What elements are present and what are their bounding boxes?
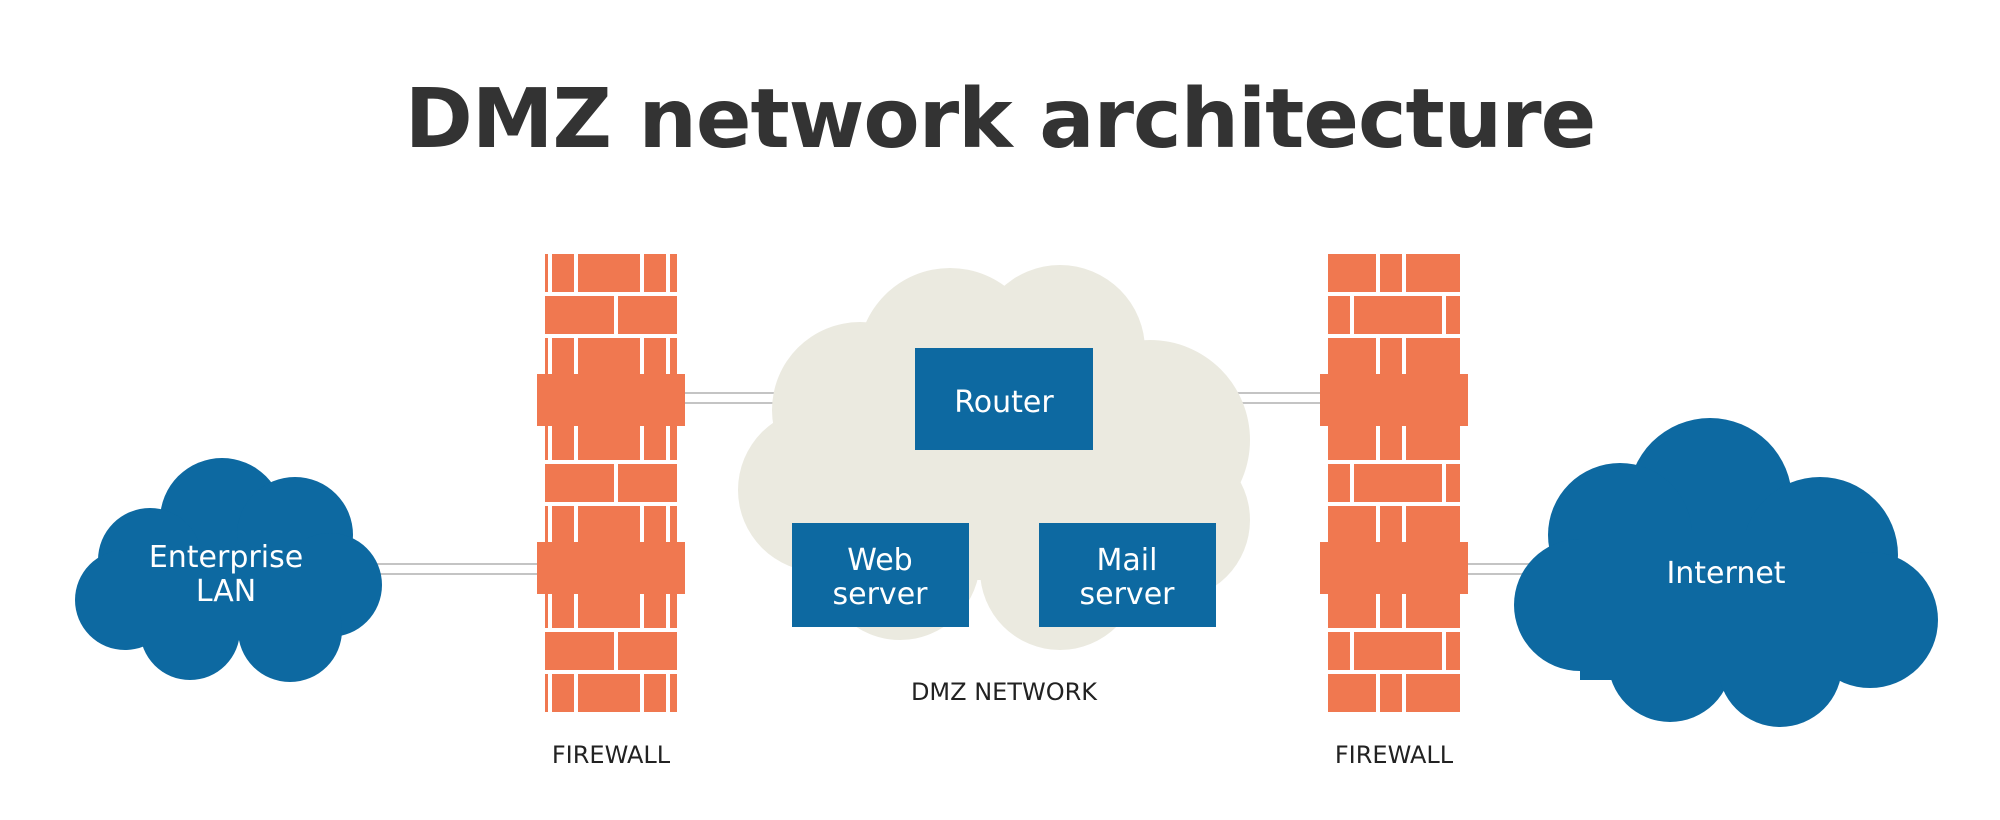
web-server-node: Web server	[792, 523, 969, 627]
firewall-port-bottom	[537, 542, 685, 594]
firewall-port-top	[1320, 374, 1468, 426]
enterprise-lan-label-line1: Enterprise	[149, 540, 303, 575]
mail-server-box	[1039, 523, 1216, 627]
mail-server-label-line1: Mail	[1097, 543, 1158, 578]
internet-label: Internet	[1666, 556, 1785, 591]
firewall-left	[537, 254, 685, 714]
firewall-right-caption: FIREWALL	[1335, 741, 1454, 769]
router-label: Router	[954, 385, 1054, 420]
mail-server-label-line2: server	[1080, 577, 1176, 612]
dmz-network-caption: DMZ NETWORK	[911, 678, 1098, 706]
router-box	[915, 348, 1093, 450]
web-server-box	[792, 523, 969, 627]
mail-server-node: Mail server	[1039, 523, 1216, 627]
enterprise-lan-cloud-icon	[75, 458, 382, 682]
firewall-port-top	[537, 374, 685, 426]
firewall-port-bottom	[1320, 542, 1468, 594]
web-server-label-line2: server	[833, 577, 929, 612]
enterprise-lan-label-line2: LAN	[196, 574, 256, 609]
firewall-left-caption: FIREWALL	[552, 741, 671, 769]
brick-wall-icon	[1328, 254, 1460, 714]
internet-cloud-icon	[1514, 418, 1938, 727]
page-title: DMZ network architecture	[404, 72, 1596, 167]
web-server-label-line1: Web	[847, 543, 912, 578]
firewall-right	[1320, 254, 1468, 714]
router-node: Router	[915, 348, 1093, 450]
brick-wall-icon	[545, 254, 677, 714]
